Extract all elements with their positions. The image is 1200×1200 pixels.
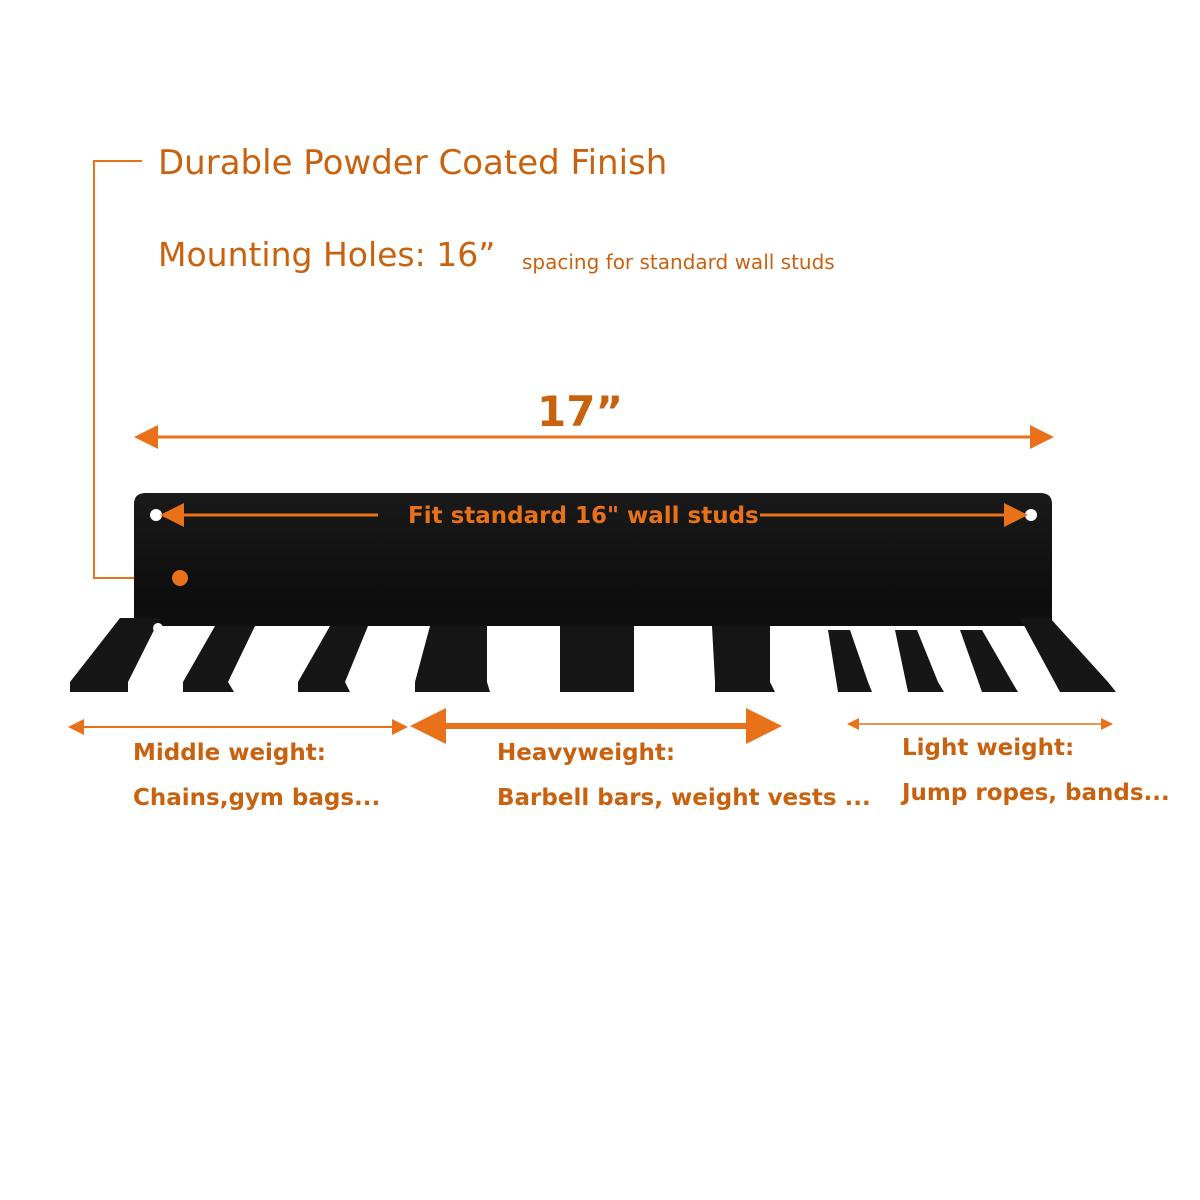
- rack-hooks: [70, 618, 1116, 692]
- rack-shelf: [134, 608, 1052, 626]
- finish-callout: Durable Powder Coated Finish: [158, 143, 668, 183]
- finish-dot: [172, 570, 188, 586]
- stud-fit-label: Fit standard 16" wall studs: [408, 503, 759, 529]
- hook-8: [895, 630, 944, 692]
- hook-7: [828, 630, 872, 692]
- shelf-hole: [153, 623, 163, 633]
- hook-10: [1020, 618, 1116, 692]
- rack-back-plate: [134, 493, 1052, 612]
- heavyweight-desc: Barbell bars, weight vests ...: [497, 785, 871, 811]
- mounting-hole-right: [1025, 509, 1037, 521]
- hook-3: [298, 626, 368, 692]
- hook-6: [712, 626, 775, 692]
- hook-1: [70, 618, 160, 692]
- hook-2: [183, 626, 255, 692]
- middle-weight-title: Middle weight:: [133, 740, 326, 766]
- light-weight-title: Light weight:: [902, 735, 1075, 761]
- hook-5: [560, 626, 634, 692]
- mounting-holes-note: spacing for standard wall studs: [522, 250, 835, 274]
- width-dimension-label: 17”: [537, 387, 624, 436]
- middle-weight-desc: Chains,gym bags...: [133, 785, 381, 811]
- mounting-holes-callout: Mounting Holes: 16”: [158, 235, 496, 274]
- heavyweight-title: Heavyweight:: [497, 740, 676, 766]
- mounting-hole-left: [150, 509, 162, 521]
- hook-4: [415, 626, 490, 692]
- light-weight-desc: Jump ropes, bands...: [902, 780, 1170, 806]
- hook-9: [960, 630, 1018, 692]
